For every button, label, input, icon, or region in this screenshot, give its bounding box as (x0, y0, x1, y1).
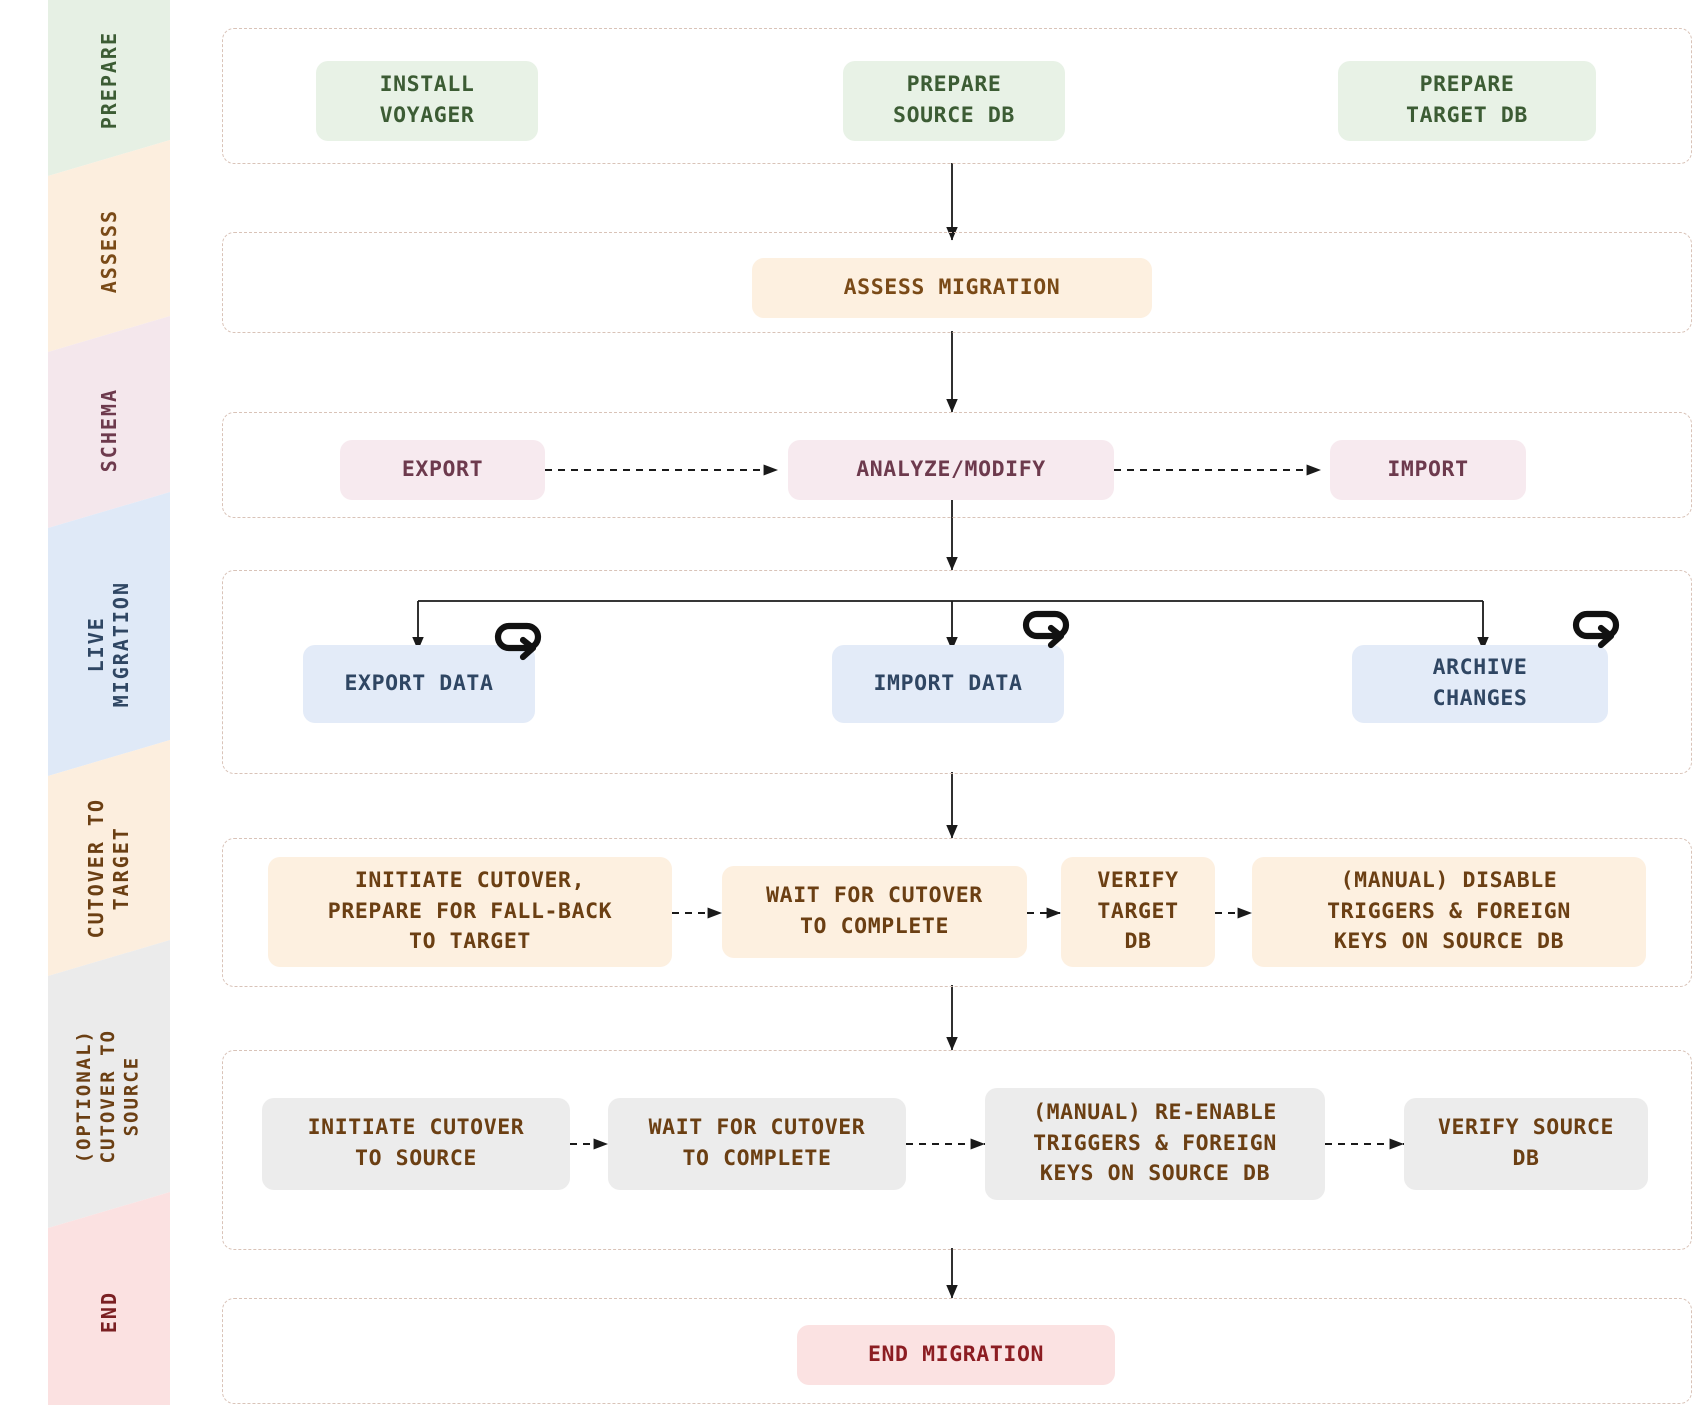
node-prepare-source-db[interactable]: PREPARE SOURCE DB (843, 61, 1065, 141)
lane-optional-cutover-to-source (222, 1050, 1692, 1250)
phase-band-live-migration (48, 492, 170, 776)
lane-cutover-to-target (222, 838, 1692, 987)
node-import-data[interactable]: IMPORT DATA (832, 645, 1064, 723)
phase-rail: PREPARE ASSESS SCHEMA LIVE MIGRATION CUT… (48, 0, 170, 1405)
phase-label-end: END (96, 1290, 121, 1334)
phase-band-schema (48, 316, 170, 528)
loop-arrow-icon (1022, 610, 1070, 649)
node-install-voyager[interactable]: INSTALL VOYAGER (316, 61, 538, 141)
node-schema-import[interactable]: IMPORT (1330, 440, 1526, 500)
loop-arrow-icon (494, 622, 542, 661)
lane-end (222, 1298, 1692, 1404)
phase-band-prepare (48, 0, 170, 176)
phase-schema: SCHEMA (48, 344, 170, 516)
phase-band-cutover-to-target (48, 740, 170, 976)
phase-optional-cutover-to-source: (OPTIONAL) CUTOVER TO SOURCE (48, 972, 170, 1220)
node-export-data[interactable]: EXPORT DATA (303, 645, 535, 723)
node-wait-for-cutover-source[interactable]: WAIT FOR CUTOVER TO COMPLETE (608, 1098, 906, 1190)
node-initiate-cutover-to-source[interactable]: INITIATE CUTOVER TO SOURCE (262, 1098, 570, 1190)
lane-live-migration (222, 570, 1692, 774)
phase-end: END (48, 1228, 170, 1396)
lane-prepare (222, 28, 1692, 164)
node-verify-target-db[interactable]: VERIFY TARGET DB (1061, 857, 1215, 967)
phase-band-optional-cutover-to-source (48, 940, 170, 1228)
node-manual-reenable-triggers[interactable]: (MANUAL) RE-ENABLE TRIGGERS & FOREIGN KE… (985, 1088, 1325, 1200)
loop-arrow-icon (1572, 610, 1620, 649)
phase-label-optional-cutover-to-source: (OPTIONAL) CUTOVER TO SOURCE (73, 1028, 143, 1164)
phase-label-cutover-to-target: CUTOVER TO TARGET (84, 797, 133, 939)
node-initiate-cutover-to-target[interactable]: INITIATE CUTOVER, PREPARE FOR FALL-BACK … (268, 857, 672, 967)
node-archive-changes[interactable]: ARCHIVE CHANGES (1352, 645, 1608, 723)
lane-assess (222, 232, 1692, 333)
lane-schema (222, 412, 1692, 518)
node-assess-migration[interactable]: ASSESS MIGRATION (752, 258, 1152, 318)
phase-bands (48, 0, 170, 1405)
phase-label-assess: ASSESS (96, 208, 121, 294)
phase-prepare: PREPARE (48, 0, 170, 160)
node-end-migration[interactable]: END MIGRATION (797, 1325, 1115, 1385)
node-prepare-target-db[interactable]: PREPARE TARGET DB (1338, 61, 1596, 141)
node-manual-disable-triggers[interactable]: (MANUAL) DISABLE TRIGGERS & FOREIGN KEYS… (1252, 857, 1646, 967)
phase-label-prepare: PREPARE (96, 30, 121, 130)
node-wait-for-cutover-target[interactable]: WAIT FOR CUTOVER TO COMPLETE (722, 866, 1027, 958)
phase-assess: ASSESS (48, 166, 170, 336)
node-schema-analyze-modify[interactable]: ANALYZE/MODIFY (788, 440, 1114, 500)
node-verify-source-db[interactable]: VERIFY SOURCE DB (1404, 1098, 1648, 1190)
phase-label-live-migration: LIVE MIGRATION (84, 580, 133, 708)
phase-band-end (48, 1192, 170, 1405)
phase-live-migration: LIVE MIGRATION (48, 524, 170, 764)
phase-label-schema: SCHEMA (96, 387, 121, 473)
phase-band-assess (48, 140, 170, 352)
node-schema-export[interactable]: EXPORT (340, 440, 545, 500)
phase-cutover-to-target: CUTOVER TO TARGET (48, 772, 170, 964)
